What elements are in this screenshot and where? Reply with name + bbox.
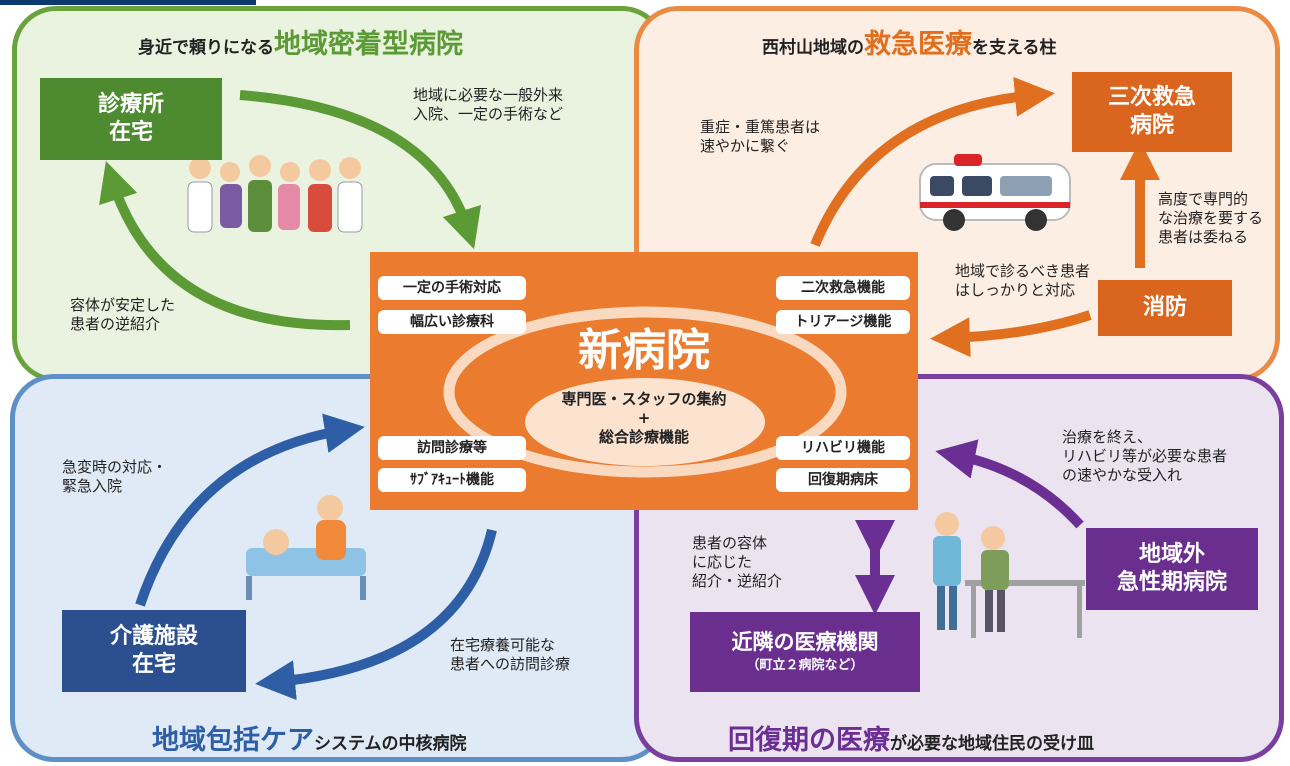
label-line: 紹介・逆紹介 — [692, 572, 783, 590]
pill-surgery: 一定の手術対応 — [378, 276, 526, 300]
caregiver-illustration — [246, 495, 366, 600]
label-line: の速やかな受入れ — [1062, 466, 1183, 484]
box-line1: 介護施設 — [109, 624, 198, 649]
label-line: に応じた — [692, 553, 753, 571]
label-outpatient: 地域に必要な一般外来 入院、一定の手術など — [413, 86, 563, 124]
title-post: が必要な地域住民の受け皿 — [890, 734, 1094, 754]
box-line2: （町立２病院など） — [746, 658, 864, 673]
box-fire-department: 消防 — [1098, 280, 1232, 336]
label-severe-patients: 重症・重篤患者は 速やかに繋ぐ — [700, 118, 820, 156]
box-line2: 病院 — [1129, 113, 1174, 138]
label-line: 在宅療養可能な — [450, 636, 556, 654]
title-emergency-care: 西村山地域の救急医療を支える柱 — [762, 22, 1057, 61]
pill-recovery-beds: 回復期病床 — [776, 468, 910, 492]
box-line2: 急性期病院 — [1116, 570, 1227, 595]
title-post: システムの中核病院 — [314, 734, 467, 754]
label-rehab-acceptance: 治療を終え、 リハビリ等が必要な患者 の速やかな受入れ — [1062, 428, 1227, 485]
label-line: な治療を要する — [1158, 209, 1264, 227]
core-plus: + — [637, 409, 651, 427]
label-reverse-referral: 容体が安定した 患者の逆紹介 — [70, 296, 175, 334]
box-nearby-medical: 近隣の医療機関 （町立２病院など） — [690, 612, 920, 692]
label-line: 速やかに繋ぐ — [700, 137, 791, 155]
box-line2: 在宅 — [131, 652, 176, 677]
box-line1: 三次救急 — [1107, 85, 1196, 110]
people-illustration — [187, 155, 363, 233]
title-pre: 身近で頼りになる — [138, 38, 274, 58]
label-advanced-treatment: 高度で専門的 な治療を要する 患者は委ねる — [1158, 190, 1263, 247]
title-emphasis: 地域包括ケア — [152, 725, 314, 756]
label-line: 急変時の対応・ — [62, 458, 168, 476]
box-tertiary-emergency: 三次救急 病院 — [1072, 72, 1232, 152]
label-line: 地域に必要な一般外来 — [413, 86, 564, 104]
title-emphasis: 回復期の医療 — [728, 725, 890, 756]
title-integrated-care: 地域包括ケアシステムの中核病院 — [152, 718, 467, 757]
label-line: 入院、一定の手術など — [413, 105, 564, 123]
label-line: 患者は委ねる — [1158, 228, 1249, 246]
arrow-to-tertiary — [810, 76, 1055, 247]
label-line: 患者の容体 — [692, 534, 768, 552]
box-line1: 近隣の医療機関 — [731, 630, 879, 654]
title-recovery-care: 回復期の医療が必要な地域住民の受け皿 — [728, 718, 1094, 757]
label-line: リハビリ等が必要な患者 — [1062, 447, 1228, 465]
title-emphasis: 地域密着型病院 — [274, 29, 463, 60]
arrow-hospital-to-care — [255, 528, 497, 701]
label-emergency-admission: 急変時の対応・ 緊急入院 — [62, 458, 167, 496]
label-line: 治療を終え、 — [1062, 428, 1153, 446]
label-line: 重症・重篤患者は — [700, 118, 821, 136]
title-community-hospital: 身近で頼りになる地域密着型病院 — [138, 22, 463, 61]
label-referral: 患者の容体 に応じた 紹介・逆紹介 — [692, 534, 782, 591]
arrow-fire-to-hospital — [930, 310, 1092, 358]
pill-subacute: ｻﾌﾞｱｷｭｰﾄ機能 — [378, 468, 526, 492]
center-title: 新病院 — [578, 325, 710, 376]
top-accent-bar — [0, 0, 256, 5]
box-line2: 在宅 — [108, 120, 153, 145]
rehab-illustration — [933, 512, 1085, 638]
label-line: 高度で専門的 — [1158, 190, 1249, 208]
center-ring — [443, 306, 847, 478]
pill-secondary-emergency: 二次救急機能 — [776, 276, 910, 300]
arrow-outside-to-hospital — [935, 439, 1084, 529]
box-care-facility-home: 介護施設 在宅 — [62, 610, 246, 692]
box-clinic-home: 診療所 在宅 — [40, 78, 222, 160]
title-post: を支える柱 — [972, 38, 1057, 58]
label-line: 患者の逆紹介 — [70, 315, 161, 333]
core-line: 総合診療機能 — [598, 428, 689, 446]
label-home-visit: 在宅療養可能な 患者への訪問診療 — [450, 636, 570, 674]
pill-rehab: リハビリ機能 — [776, 436, 910, 460]
arrow-clinic-to-hospital — [239, 90, 482, 250]
label-line: 患者への訪問診療 — [450, 655, 571, 673]
pill-home-visit: 訪問診療等 — [378, 436, 526, 460]
arrow-hospital-to-clinic — [99, 160, 351, 331]
pill-triage: トリアージ機能 — [776, 310, 910, 334]
box-line1: 消防 — [1142, 295, 1187, 320]
title-emphasis: 救急医療 — [864, 29, 972, 60]
label-local-patients: 地域で診るべき患者 はしっかりと対応 — [955, 262, 1090, 300]
center-core-functions: 専門医・スタッフの集約 + 総合診療機能 — [370, 390, 918, 447]
box-line1: 地域外 — [1138, 542, 1205, 567]
label-line: 緊急入院 — [62, 477, 123, 495]
label-line: 容体が安定した — [70, 296, 176, 314]
box-outside-acute-hospital: 地域外 急性期病院 — [1086, 528, 1258, 610]
box-line1: 診療所 — [97, 92, 164, 117]
pill-departments: 幅広い診療科 — [378, 310, 526, 334]
title-pre: 西村山地域の — [762, 38, 864, 58]
label-line: はしっかりと対応 — [955, 281, 1076, 299]
new-hospital-panel: 新病院 専門医・スタッフの集約 + 総合診療機能 一定の手術対応 幅広い診療科 … — [370, 252, 918, 510]
arrow-care-to-hospital — [135, 413, 365, 607]
ambulance-icon — [919, 154, 1071, 231]
core-line: 専門医・スタッフの集約 — [561, 390, 727, 408]
label-line: 地域で診るべき患者 — [955, 262, 1091, 280]
